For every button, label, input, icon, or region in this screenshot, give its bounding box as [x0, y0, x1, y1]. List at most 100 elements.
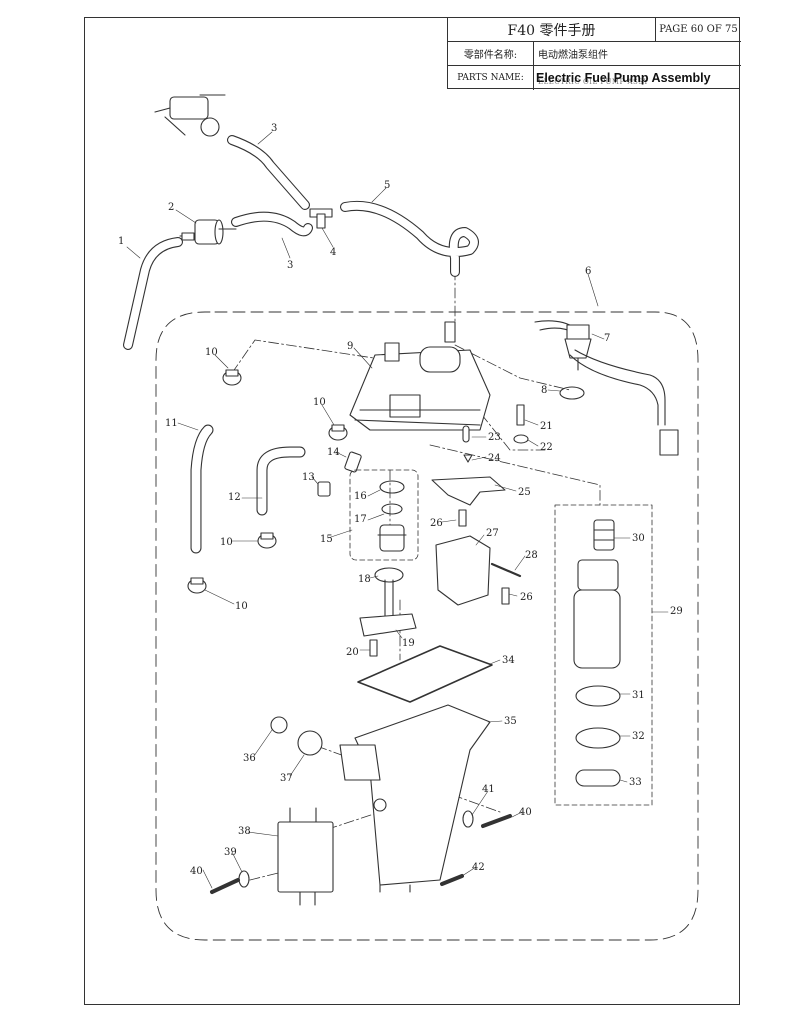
- grommet-37: [297, 730, 323, 756]
- callout-26a: 26: [430, 518, 443, 529]
- callout-9: 9: [347, 341, 353, 352]
- callout-21: 21: [540, 421, 553, 432]
- parts-name-cn-label: 零部件名称:: [448, 42, 534, 66]
- pin-28: [490, 562, 522, 578]
- parts-name-en-value: Electric Fuel Pump Assembly: [536, 71, 711, 85]
- separator-cap-9: [349, 321, 491, 431]
- damper-33: [575, 769, 621, 787]
- callout-29: 29: [670, 606, 683, 617]
- callout-37: 37: [280, 773, 293, 784]
- parts-name-en-label: PARTS NAME:: [448, 66, 534, 90]
- callout-26b: 26: [520, 592, 533, 603]
- screw-42: [440, 874, 464, 886]
- gasket-34: [357, 645, 493, 703]
- drawing-frame: [84, 17, 740, 1005]
- callout-16: 16: [354, 491, 367, 502]
- callout-3a: 3: [271, 123, 277, 134]
- callout-24: 24: [488, 453, 501, 464]
- fuel-fitting-top: [154, 94, 226, 137]
- grommet-36: [270, 716, 288, 734]
- o-ring-16: [379, 480, 405, 494]
- hose-clamp-10c: [257, 532, 277, 549]
- callout-34: 34: [502, 655, 515, 666]
- callout-41: 41: [482, 784, 495, 795]
- callout-31: 31: [632, 690, 645, 701]
- screw-26b: [501, 587, 510, 605]
- callout-10b: 10: [313, 397, 326, 408]
- cover-27: [435, 535, 491, 606]
- callout-2: 2: [168, 202, 174, 213]
- callout-40b: 40: [519, 807, 532, 818]
- callout-5: 5: [384, 180, 390, 191]
- sender-unit-6: [534, 320, 679, 456]
- title-block: F40 零件手册 PAGE 60 OF 75 零部件名称: 电动燃油泵组件 PA…: [447, 17, 741, 90]
- callout-35: 35: [504, 716, 517, 727]
- callout-12: 12: [228, 492, 241, 503]
- fuel-pump-29: [573, 559, 621, 669]
- callout-11: 11: [165, 418, 178, 429]
- callout-20: 20: [346, 647, 359, 658]
- callout-15: 15: [320, 534, 333, 545]
- callout-13: 13: [302, 472, 315, 483]
- callout-27: 27: [486, 528, 499, 539]
- hose-clamp-10a: [222, 369, 242, 386]
- valve-15: [377, 524, 407, 552]
- inline-filter-2: [179, 219, 237, 245]
- callout-39: 39: [224, 847, 237, 858]
- callout-33: 33: [629, 777, 642, 788]
- callout-32: 32: [632, 731, 645, 742]
- callout-28: 28: [525, 550, 538, 561]
- screw-20: [369, 639, 378, 657]
- group-29-box: [554, 504, 653, 806]
- callout-38: 38: [238, 826, 251, 837]
- o-ring-17: [381, 503, 403, 515]
- callout-1: 1: [118, 236, 124, 247]
- o-ring-8: [559, 386, 585, 400]
- leader-lines: [126, 131, 669, 889]
- callout-17: 17: [354, 514, 367, 525]
- strainer-32: [575, 727, 621, 749]
- bolt-40-left: [210, 878, 240, 894]
- pin-23: [462, 425, 470, 443]
- callout-30: 30: [632, 533, 645, 544]
- parts-name-cn-value: 电动燃油泵组件: [534, 42, 741, 66]
- callout-10a: 10: [205, 347, 218, 358]
- callout-25: 25: [518, 487, 531, 498]
- callout-14: 14: [327, 447, 340, 458]
- callout-10c: 10: [220, 537, 233, 548]
- callout-10d: 10: [235, 601, 248, 612]
- callout-40a: 40: [190, 866, 203, 877]
- callout-42: 42: [472, 862, 485, 873]
- callout-23: 23: [488, 432, 501, 443]
- nipple-14: [344, 451, 362, 473]
- assembly-boundary: [155, 311, 699, 941]
- callout-3b: 3: [287, 260, 293, 271]
- callout-7: 7: [604, 333, 610, 344]
- float-bowl-35: [339, 704, 491, 893]
- parts-name-en-underlay: ELECTRIC OIL PUMP ASSY: [538, 78, 649, 86]
- washer-22: [513, 434, 529, 444]
- module-38: [277, 807, 334, 906]
- callout-6: 6: [585, 266, 591, 277]
- callout-36: 36: [243, 753, 256, 764]
- screw-21: [516, 404, 525, 426]
- screw-26a: [458, 509, 467, 527]
- group-15-box: [349, 469, 419, 561]
- tee-fitting-4: [309, 208, 333, 229]
- bolt-40-right: [481, 814, 512, 828]
- callout-8: 8: [541, 385, 547, 396]
- filter-30: [593, 519, 615, 551]
- hose-clamp-10b: [328, 424, 348, 441]
- callout-4: 4: [330, 247, 336, 258]
- callout-22: 22: [540, 442, 553, 453]
- page-number: PAGE 60 OF 75: [656, 18, 741, 42]
- callout-19: 19: [402, 638, 415, 649]
- hose-clamp-10d: [187, 577, 207, 594]
- washer-39: [238, 870, 250, 888]
- clip-24: [463, 454, 473, 463]
- assembly-lines: [231, 269, 601, 881]
- bracket-31: [575, 685, 621, 707]
- manual-title: F40 零件手册: [448, 18, 656, 42]
- plate-19: [359, 613, 417, 637]
